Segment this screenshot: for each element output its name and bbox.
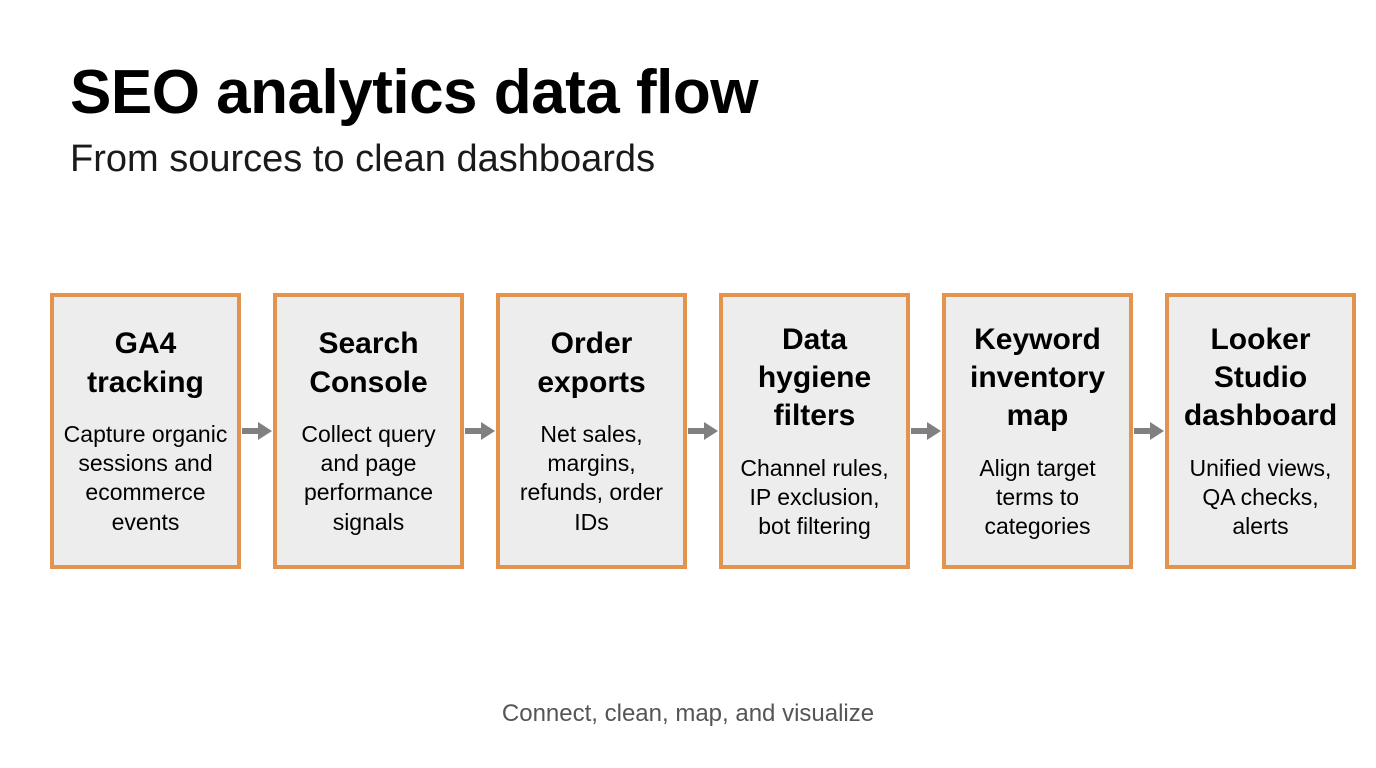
arrow-right-icon [687, 293, 719, 569]
process-flow-diagram: GA4 tracking Capture organic sessions an… [50, 293, 1356, 569]
page-title: SEO analytics data flow [70, 58, 758, 127]
flow-node-5[interactable]: Keyword inventory map Align target terms… [942, 293, 1133, 569]
flow-node-6[interactable]: Looker Studio dashboard Unified views, Q… [1165, 293, 1356, 569]
flow-node-4[interactable]: Data hygiene filters Channel rules, IP e… [719, 293, 910, 569]
arrow-right-icon [241, 293, 273, 569]
arrow-right-icon [464, 293, 496, 569]
flow-node-description: Capture organic sessions and ecommerce e… [63, 420, 228, 535]
flow-node-title: Keyword inventory map [969, 322, 1106, 433]
flow-node-1[interactable]: GA4 tracking Capture organic sessions an… [50, 293, 241, 569]
arrow-right-icon [910, 293, 942, 569]
flow-node-title: Data hygiene filters [757, 322, 872, 433]
flow-node-description: Unified views, QA checks, alerts [1189, 454, 1332, 540]
flow-node-description: Net sales, margins, refunds, order IDs [519, 420, 664, 535]
flow-node-description: Channel rules, IP exclusion, bot filteri… [740, 454, 889, 540]
flow-node-2[interactable]: Search Console Collect query and page pe… [273, 293, 464, 569]
flow-node-title: Search Console [309, 327, 428, 399]
flow-node-description: Collect query and page performance signa… [301, 420, 436, 535]
flow-node-title: Order exports [537, 327, 646, 399]
slide-header: SEO analytics data flow From sources to … [70, 60, 1310, 181]
flow-node-description: Align target terms to categories [979, 454, 1096, 540]
flow-node-title: GA4 tracking [87, 327, 204, 399]
footer-caption: Connect, clean, map, and visualize [501, 700, 875, 727]
flow-node-3[interactable]: Order exports Net sales, margins, refund… [496, 293, 687, 569]
page-subtitle: From sources to clean dashboards [70, 138, 656, 181]
flow-node-title: Looker Studio dashboard [1183, 322, 1338, 433]
arrow-right-icon [1133, 293, 1165, 569]
